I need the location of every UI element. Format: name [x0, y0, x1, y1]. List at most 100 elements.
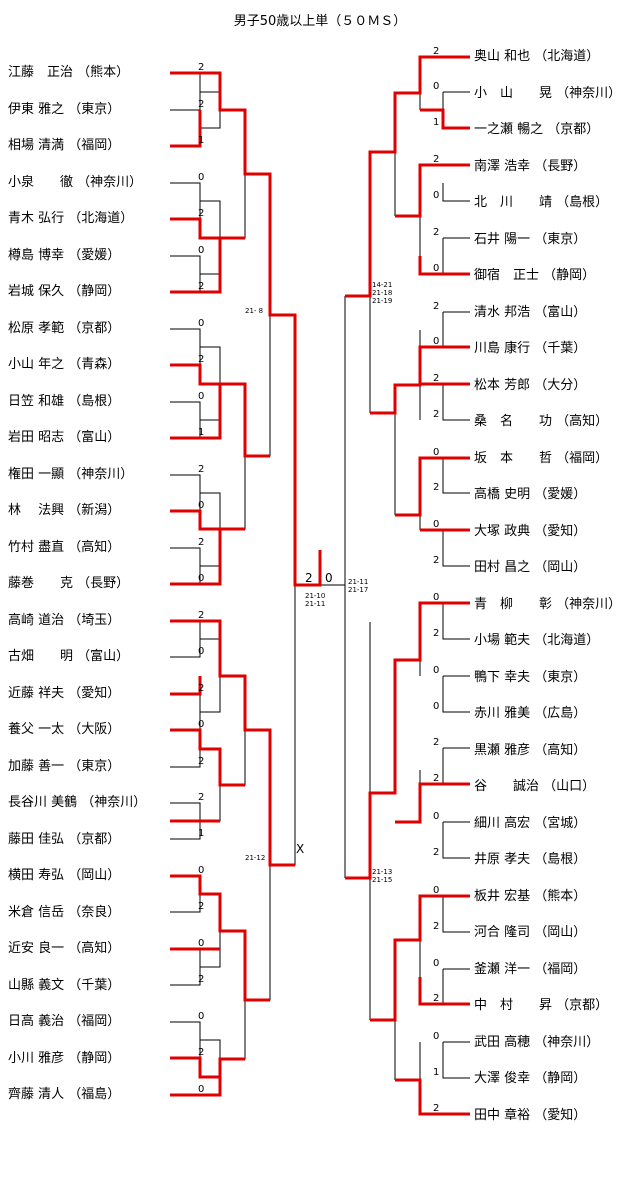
left-player-6: 樽島 博幸 （愛媛） [8, 247, 121, 263]
right-player-6: 石井 陽一 （東京） [474, 231, 587, 247]
right-player-24: 板井 宏基 （熊本） [474, 888, 587, 904]
left-round1-result-24: 2 [198, 901, 204, 912]
left-round1-result-14: 2 [198, 537, 204, 548]
right-player-11: 桑 名 功 （高知） [474, 414, 609, 429]
left-round1-result-28: 2 [198, 1047, 204, 1058]
right-round1-result-5: 0 [433, 190, 439, 201]
right-round1-result-18: 0 [433, 665, 439, 676]
right-semi-top-score-2: 21-18 [372, 289, 392, 297]
left-round1-result-3: 1 [198, 135, 204, 146]
right-player-30: 田中 章裕 （愛知） [474, 1107, 587, 1123]
right-semi-bottom-score-1: 21-13 [372, 868, 392, 876]
right-round1-result-24: 0 [433, 885, 439, 896]
left-player-9: 小山 年之 （青森） [8, 357, 121, 372]
right-round1-result-22: 0 [433, 811, 439, 822]
left-player-15: 藤巻 克 （長野） [8, 576, 130, 591]
final-score-game1: 21-10 [305, 592, 325, 600]
right-player-16: 青 柳 彰 （神奈川） [474, 596, 622, 612]
left-round1-result-12: 2 [198, 464, 204, 475]
left-round1-result-21: 2 [198, 792, 204, 803]
left-player-7: 岩城 保久 （静岡） [8, 284, 121, 299]
right-player-8: 清水 邦浩 （富山） [474, 304, 587, 320]
final-right-result: 0 [325, 571, 333, 585]
left-semi-top-score: 21- 8 [245, 307, 263, 315]
left-player-17: 古畑 明 （富山） [8, 649, 130, 664]
left-round1-result-20: 2 [198, 756, 204, 767]
page-title: 男子50歳以上単（５０ＭＳ） [233, 14, 407, 29]
right-player-19: 赤川 雅美 （広島） [474, 706, 587, 721]
left-round1-result-8: 0 [198, 318, 204, 329]
left-round1-result-18: 2 [198, 683, 204, 694]
left-player-18: 近藤 祥夫 （愛知） [8, 685, 121, 701]
left-round1-result-27: 0 [198, 1011, 204, 1022]
right-player-27: 中 村 昇 （京都） [474, 998, 609, 1013]
final-score-game2: 21-11 [305, 600, 325, 608]
right-player-12: 坂 本 哲 （福岡） [474, 450, 609, 466]
left-player-27: 日高 義治 （福岡） [8, 1014, 121, 1029]
left-round1-result-16: 2 [198, 610, 204, 621]
right-round1-result-1: 2 [433, 46, 439, 57]
left-player-3: 相場 清満 （福岡） [8, 138, 121, 153]
left-player-21: 長谷川 美鶴 （神奈川） [8, 795, 147, 810]
right-round1-result-16: 0 [433, 592, 439, 603]
right-player-18: 鴨下 幸夫 （東京） [474, 669, 587, 685]
right-player-28: 武田 高穂 （神奈川） [474, 1034, 600, 1050]
right-round1-result-25: 2 [433, 921, 439, 932]
right-round1-result-21: 2 [433, 773, 439, 784]
right-player-4: 南澤 浩幸 （長野） [474, 158, 587, 174]
left-round1-result-22: 1 [198, 828, 204, 839]
right-round1-result-23: 2 [433, 847, 439, 858]
left-round1-result-25: 0 [198, 938, 204, 949]
left-player-19: 養父 一太 （大阪） [8, 722, 121, 737]
left-round1-result-15: 0 [198, 573, 204, 584]
right-round1-result-7: 0 [433, 263, 439, 274]
right-round1-result-20: 2 [433, 737, 439, 748]
left-player-20: 加藤 善一 （東京） [8, 758, 121, 774]
winner-path-lines [170, 55, 470, 1116]
right-round1-result-29: 1 [433, 1067, 439, 1078]
right-round1-result-8: 2 [433, 301, 439, 312]
right-player-7: 御宿 正士 （静岡） [474, 268, 596, 283]
left-round1-result-6: 0 [198, 245, 204, 256]
left-player-5: 青木 弘行 （北海道） [8, 211, 134, 226]
right-player-29: 大澤 俊幸 （静岡） [474, 1071, 587, 1086]
right-player-5: 北 川 靖 （島根） [474, 195, 609, 210]
left-round1-result-26: 2 [198, 974, 204, 985]
center-right-score-2: 21-17 [348, 586, 368, 594]
right-round1-result-10: 2 [433, 373, 439, 384]
right-player-25: 河合 隆司 （岡山） [474, 925, 587, 940]
right-semi-top-score-1: 14-21 [372, 281, 392, 289]
right-round1-result-14: 0 [433, 519, 439, 530]
left-player-2: 伊東 雅之 （東京） [8, 101, 121, 117]
right-round1-result-28: 0 [433, 1031, 439, 1042]
left-player-12: 権田 一顯 （神奈川） [8, 466, 134, 482]
left-round1-result-9: 2 [198, 354, 204, 365]
right-round1-result-19: 0 [433, 701, 439, 712]
right-player-10: 松本 芳郎 （大分） [474, 377, 587, 393]
right-player-2: 小 山 晃 （神奈川） [474, 85, 622, 101]
right-round1-result-30: 2 [433, 1103, 439, 1114]
right-player-15: 田村 昌之 （岡山） [474, 560, 587, 575]
left-round1-result-11: 1 [198, 427, 204, 438]
final-bracket-mark: X [296, 842, 304, 856]
left-round1-result-10: 0 [198, 391, 204, 402]
right-player-20: 黒瀬 雅彦 （高知） [474, 742, 587, 758]
left-player-28: 小川 雅彦 （静岡） [8, 1050, 121, 1066]
right-round1-result-13: 2 [433, 482, 439, 493]
left-player-14: 竹村 盡直 （高知） [8, 539, 121, 555]
left-round1-result-2: 2 [198, 99, 204, 110]
right-player-3: 一之瀬 暢之 （京都） [474, 122, 600, 137]
left-round1-result-13: 0 [198, 500, 204, 511]
right-player-13: 高橋 史明 （愛媛） [474, 487, 587, 502]
left-player-13: 林 法興 （新潟） [8, 503, 121, 518]
right-round1-result-11: 2 [433, 409, 439, 420]
left-player-29: 齊藤 清人 （福島） [8, 1087, 121, 1102]
right-round1-result-4: 2 [433, 154, 439, 165]
final-left-result: 2 [305, 571, 313, 585]
left-round1-result-29: 0 [198, 1084, 204, 1095]
right-semi-bottom-score-2: 21-15 [372, 876, 392, 884]
center-right-score-1: 21-11 [348, 578, 368, 586]
right-round1-result-27: 2 [433, 993, 439, 1004]
